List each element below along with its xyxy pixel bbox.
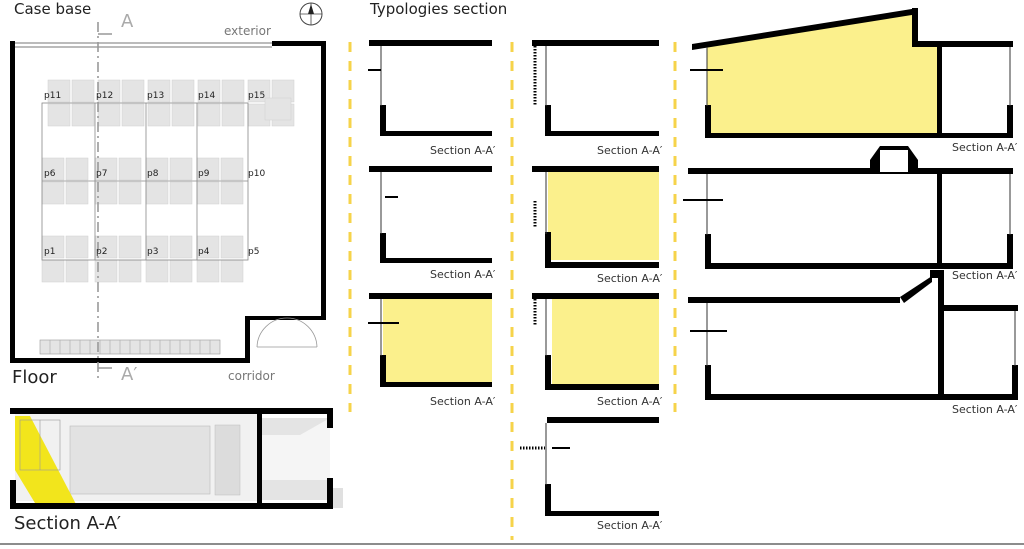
section-caption: Section A-A′ (597, 395, 663, 408)
section-title: Section A-A′ (14, 513, 122, 534)
point-label: p3 (147, 247, 159, 257)
door (256, 317, 318, 348)
point-label: p9 (198, 169, 210, 179)
sunlight-beam (15, 416, 78, 508)
point-label: p11 (44, 91, 62, 101)
typology-col3 (683, 8, 1018, 400)
section-caption: Section A-A′ (952, 269, 1018, 282)
section-caption: Section A-A′ (597, 519, 663, 532)
axis-label-a-prime: A′ (121, 364, 138, 385)
point-label: p1 (44, 247, 56, 257)
floor-plan (10, 2, 326, 380)
section-caption: Section A-A′ (597, 272, 663, 285)
section-caption: Section A-A′ (430, 395, 496, 408)
point-label: p8 (147, 169, 159, 179)
north-compass-icon (299, 2, 323, 26)
point-label: p15 (248, 91, 266, 101)
typology-col2 (520, 40, 659, 516)
point-label: p5 (248, 247, 260, 257)
exterior-label: exterior (224, 24, 271, 38)
point-label: p10 (248, 169, 266, 179)
corridor-label: corridor (228, 369, 275, 383)
section-caption: Section A-A′ (430, 144, 496, 157)
point-label: p12 (96, 91, 114, 101)
section-caption: Section A-A′ (597, 144, 663, 157)
section-caption: Section A-A′ (952, 403, 1018, 416)
point-label: p2 (96, 247, 108, 257)
desk-grid (41, 79, 295, 283)
daylight-zone (383, 298, 492, 382)
typology-col1 (368, 40, 492, 387)
section-caption: Section A-A′ (430, 268, 496, 281)
section-a-a (10, 408, 343, 509)
floor-title: Floor (12, 367, 57, 388)
point-label: p6 (44, 169, 56, 179)
axis-label-a: A (121, 11, 134, 32)
separators (348, 42, 677, 540)
exterior-window (14, 42, 272, 48)
point-label: p13 (147, 91, 165, 101)
measurement-grid (41, 102, 249, 261)
point-label: p4 (198, 247, 210, 257)
point-label: p7 (96, 169, 108, 179)
typologies-title: Typologies section (370, 0, 508, 18)
point-label: p14 (198, 91, 216, 101)
case-base-title: Case base (14, 0, 92, 18)
section-caption: Section A-A′ (952, 141, 1018, 154)
